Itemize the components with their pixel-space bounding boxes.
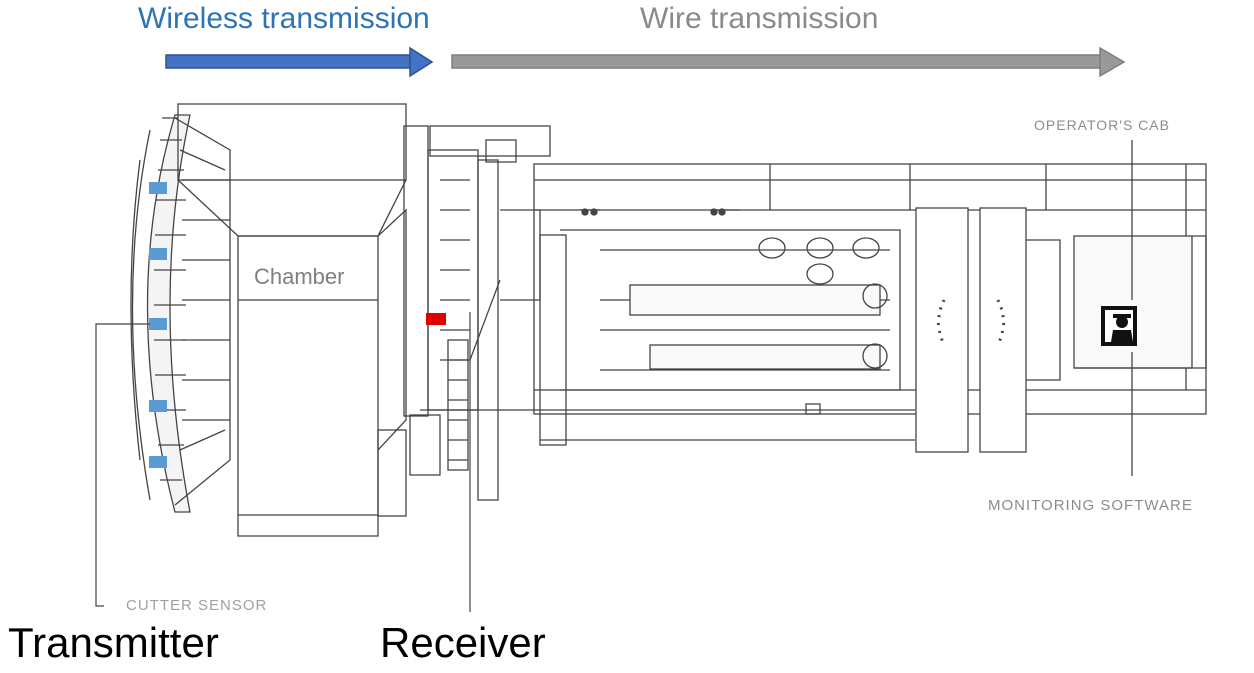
cutter-head (130, 114, 231, 513)
bulkhead (403, 125, 551, 501)
receiver-label: Receiver (380, 619, 546, 666)
wireless-arrow (165, 46, 434, 78)
monitoring-software-label: MONITORING SOFTWARE (988, 497, 1193, 514)
cutter-sensor (149, 400, 167, 412)
floor-deck (420, 403, 915, 441)
backup-gantry (533, 163, 1207, 446)
wire-transmission-label: Wire transmission (640, 2, 879, 35)
cutter-sensors (149, 182, 167, 468)
leader-lines (95, 312, 471, 612)
operator-icon (1101, 306, 1137, 346)
support-columns (915, 207, 1061, 453)
wireless-transmission-label: Wireless transmission (138, 2, 430, 35)
chamber-label: Chamber (254, 264, 345, 289)
operators-cab-label: OPERATOR'S CAB (1034, 117, 1170, 133)
cutter-sensor (149, 182, 167, 194)
wire-arrow (451, 46, 1126, 78)
chamber-body (177, 103, 407, 537)
cutter-sensor-label: CUTTER SENSOR (126, 597, 268, 614)
cutter-sensor (149, 318, 167, 330)
cutter-sensor (149, 456, 167, 468)
cutter-sensor (149, 248, 167, 260)
transmitter-label: Transmitter (8, 619, 219, 666)
receiver-marker (426, 313, 446, 325)
